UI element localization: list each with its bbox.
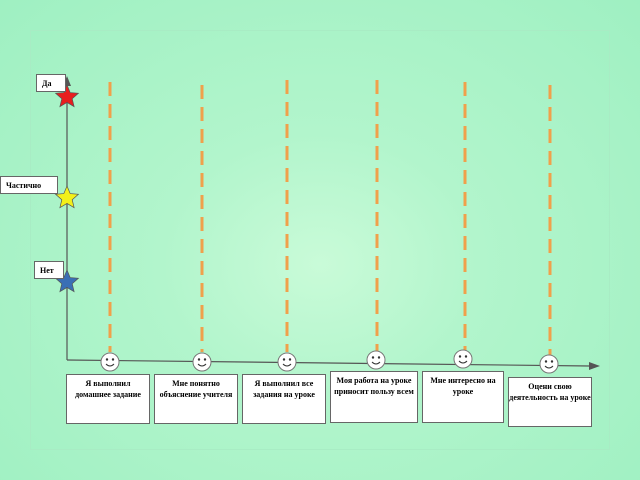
smiley-icon[interactable] xyxy=(100,352,120,372)
smiley-icon[interactable] xyxy=(453,349,473,369)
smiley-icon[interactable] xyxy=(277,352,297,372)
level-label-yes: Да xyxy=(36,74,66,92)
horizontal-axis xyxy=(66,359,591,367)
criterion-understand-teacher: Мне понятно объяснение учителя xyxy=(154,374,238,424)
inner-frame xyxy=(30,30,610,450)
smiley-icon[interactable] xyxy=(192,352,212,372)
level-label-no: Нет xyxy=(34,261,64,279)
criterion-interesting: Мне интересно на уроке xyxy=(422,371,504,423)
smiley-icon[interactable] xyxy=(539,354,559,374)
criterion-useful-work: Моя работа на уроке приносит пользу всем xyxy=(330,371,418,423)
criterion-all-tasks: Я выполнил все задания на уроке xyxy=(242,374,326,424)
smiley-icon[interactable] xyxy=(366,350,386,370)
criterion-homework: Я выполнил домашнее задание xyxy=(66,374,150,424)
star-icon[interactable] xyxy=(54,185,80,209)
star-icon[interactable] xyxy=(54,84,80,108)
level-label-partially: Частично xyxy=(0,176,58,194)
horizontal-axis-arrow xyxy=(589,362,600,370)
criterion-self-assessment: Оцени свою деятельность на уроке xyxy=(508,377,592,427)
